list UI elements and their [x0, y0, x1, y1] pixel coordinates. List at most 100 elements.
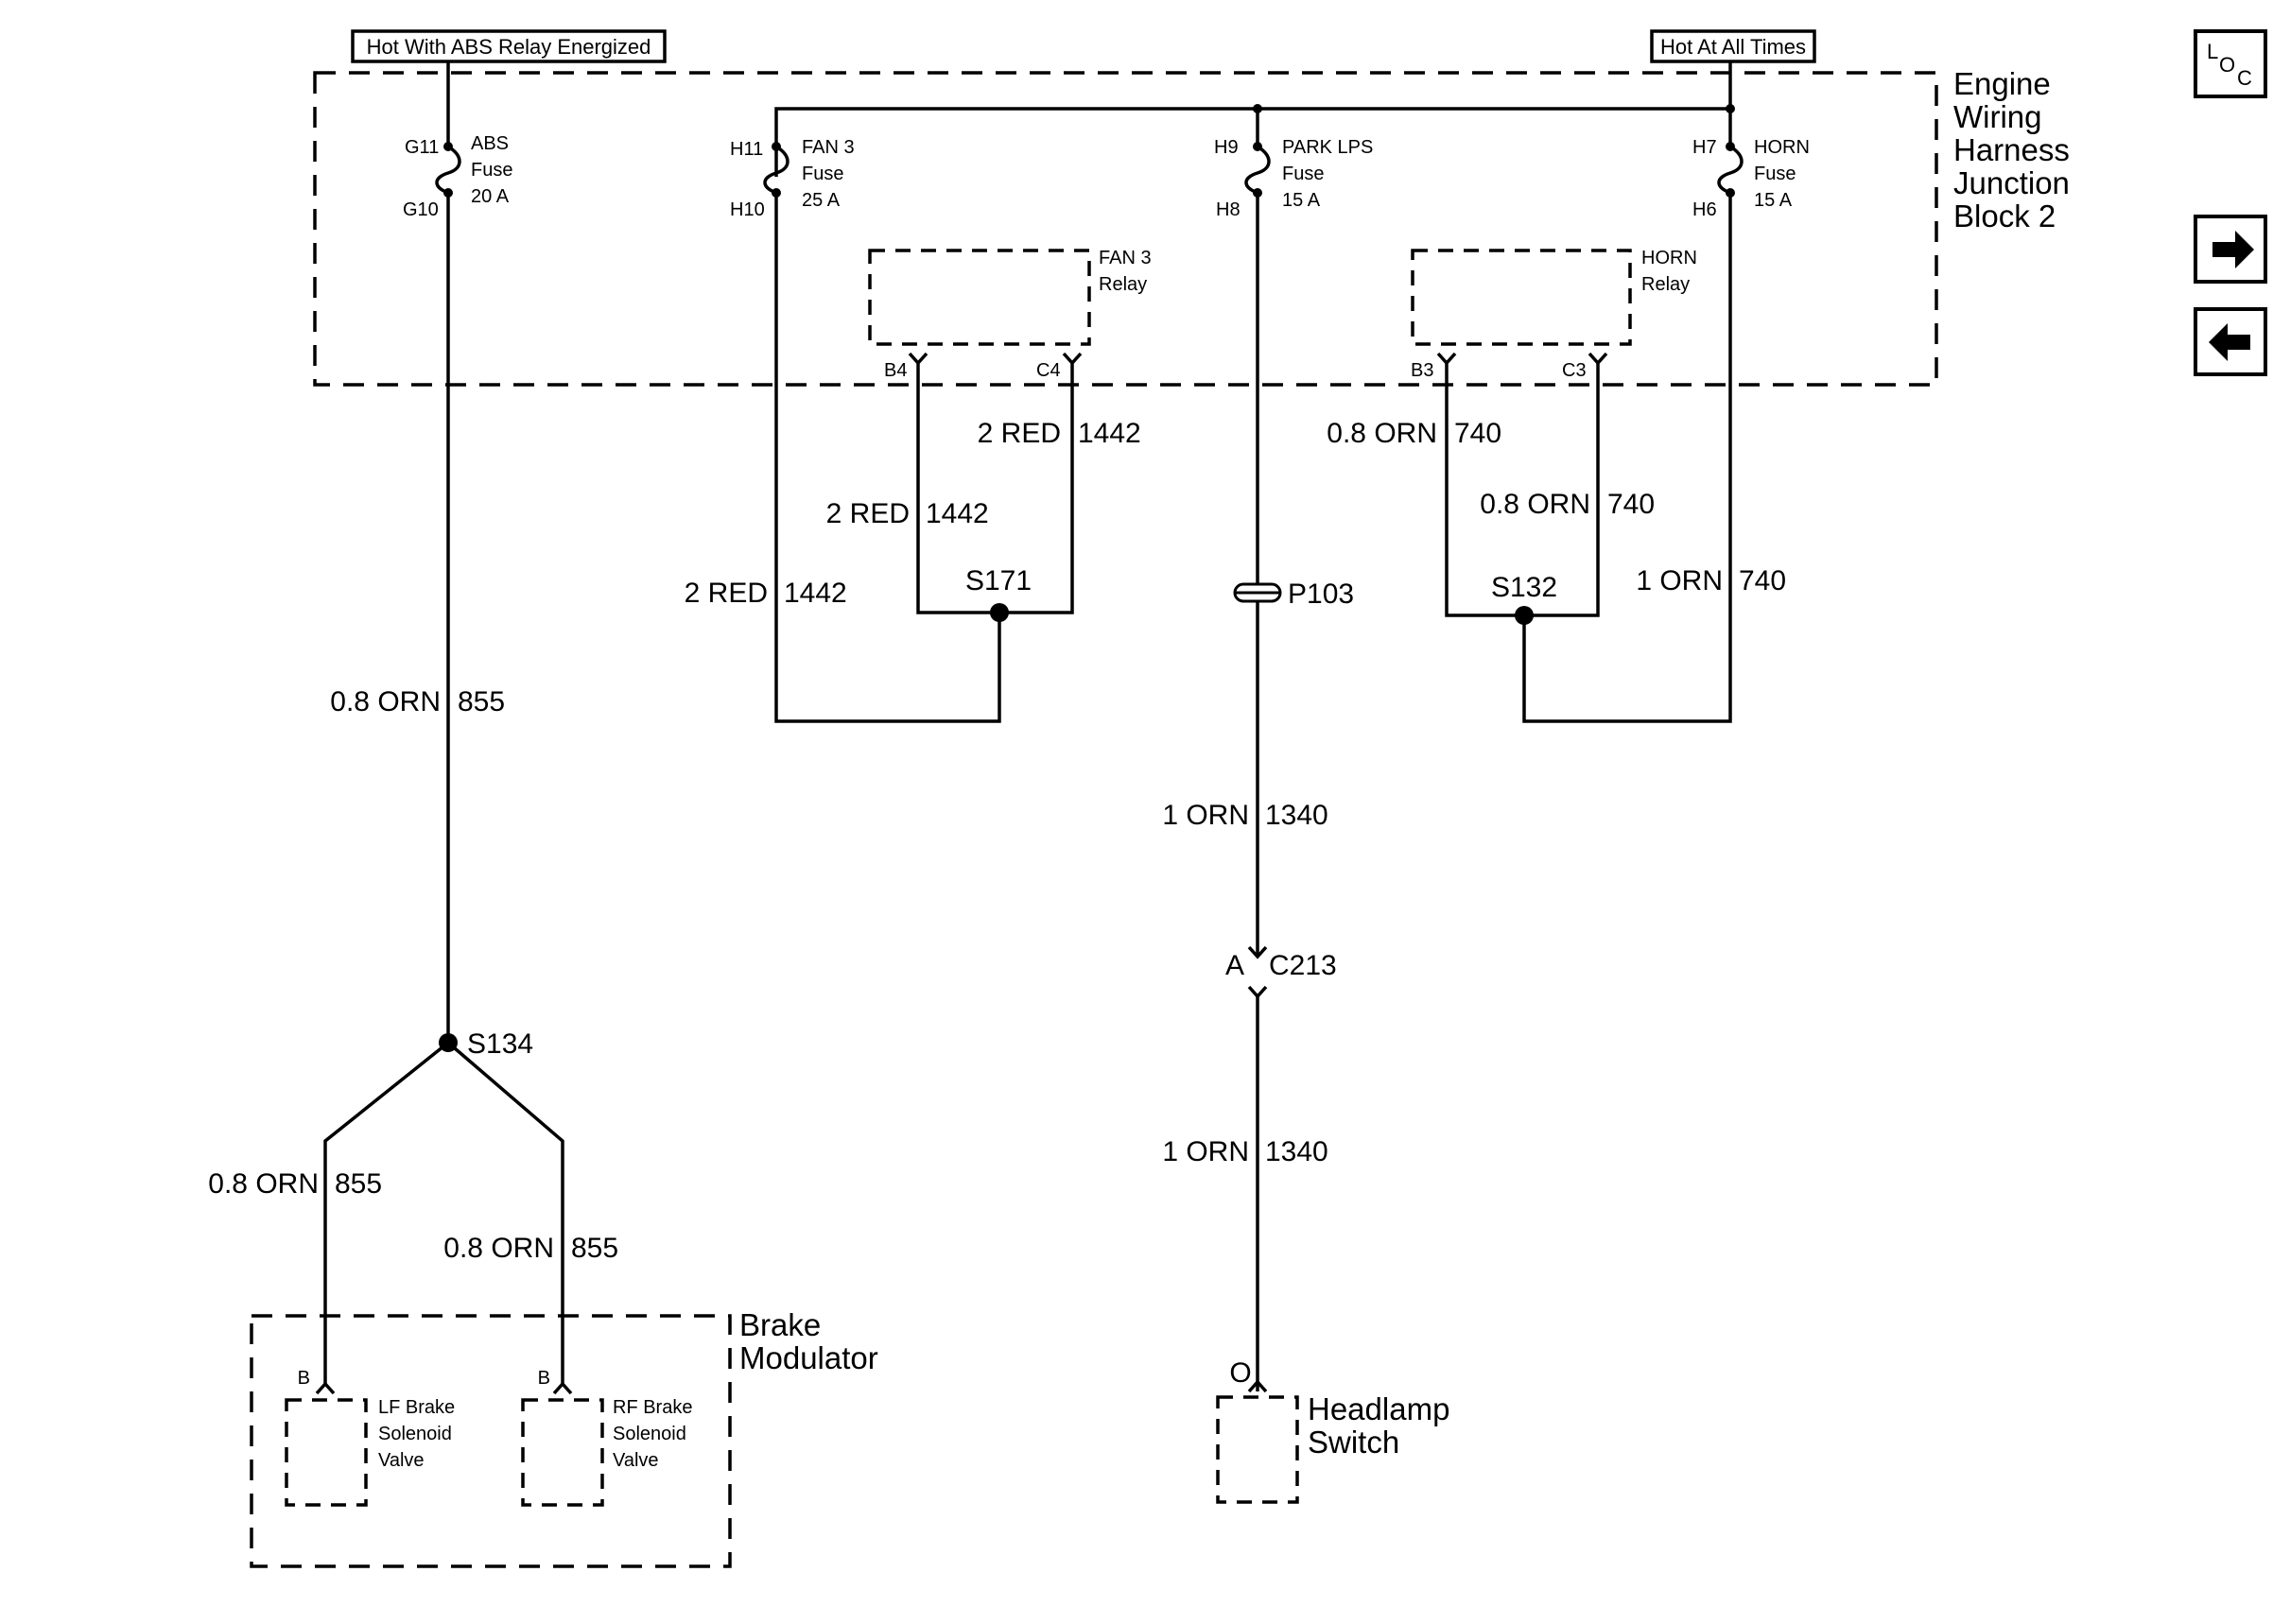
- wire-1340-color-b: 1 ORN: [1162, 1136, 1249, 1167]
- svg-text:Engine: Engine: [1953, 66, 2051, 101]
- svg-text:PARK LPS: PARK LPS: [1282, 137, 1373, 158]
- wire-740-outer: [1522, 193, 1732, 723]
- rf-pin-b: B: [538, 1368, 550, 1389]
- fan3-relay-label: FAN 3 Relay: [1099, 248, 1152, 295]
- lf-pin-b-terminal: [315, 1381, 336, 1395]
- wire-1442-outer: [774, 193, 1001, 723]
- connector-c213-bottom: [1247, 985, 1268, 999]
- svg-text:C: C: [2237, 66, 2252, 90]
- svg-text:Fuse: Fuse: [1282, 164, 1324, 184]
- svg-text:Valve: Valve: [378, 1450, 425, 1471]
- svg-text:HORN: HORN: [1641, 248, 1697, 268]
- park-fuse-icon: [1244, 145, 1271, 195]
- svg-text:Hot At All Times: Hot At All Times: [1660, 35, 1806, 59]
- svg-text:Modulator: Modulator: [739, 1340, 878, 1375]
- svg-text:Relay: Relay: [1099, 274, 1147, 295]
- wire-1442-circuit-b: 1442: [926, 498, 989, 529]
- arrow-left-icon[interactable]: [2194, 307, 2267, 376]
- wire-740-color-c: 1 ORN: [1636, 565, 1723, 596]
- svg-text:20 A: 20 A: [471, 186, 510, 207]
- wire-855-rf-circuit: 855: [571, 1233, 618, 1264]
- wire-1340-color-a: 1 ORN: [1162, 800, 1249, 831]
- abs-fuse-label: ABS Fuse 20 A: [471, 133, 512, 207]
- svg-text:Headlamp: Headlamp: [1308, 1391, 1449, 1426]
- pin-h11: H11: [730, 139, 763, 160]
- arrow-right-icon[interactable]: [2194, 215, 2267, 284]
- svg-text:Fuse: Fuse: [802, 164, 843, 184]
- pin-b4: B4: [884, 360, 907, 381]
- svg-text:L: L: [2207, 40, 2218, 63]
- pass-through-p103-icon: [1233, 582, 1282, 603]
- wire-855-lf-color: 0.8 ORN: [208, 1168, 319, 1200]
- brake-modulator-box: [250, 1314, 732, 1568]
- svg-text:Wiring: Wiring: [1953, 99, 2042, 134]
- splice-s132-dot: [1515, 606, 1534, 625]
- wire-1442-circuit-c: 1442: [784, 578, 847, 609]
- connector-c213-top: [1247, 945, 1268, 959]
- brake-modulator-label: Brake Modulator: [739, 1307, 878, 1375]
- pin-g10: G10: [403, 199, 439, 220]
- abs-fuse-icon: [435, 145, 461, 195]
- svg-text:Solenoid: Solenoid: [378, 1424, 452, 1444]
- pin-c3: C3: [1562, 360, 1587, 381]
- svg-text:O: O: [2219, 53, 2235, 77]
- svg-text:25 A: 25 A: [802, 190, 841, 211]
- location-icon[interactable]: L O C: [2194, 29, 2267, 98]
- connector-c213-pin-a: A: [1225, 950, 1244, 981]
- headlamp-switch-box: [1216, 1395, 1299, 1504]
- wire-740-color-a: 0.8 ORN: [1327, 418, 1437, 449]
- svg-text:Brake: Brake: [739, 1307, 821, 1342]
- wire-1442-color-a: 2 RED: [978, 418, 1061, 449]
- svg-text:Valve: Valve: [613, 1450, 659, 1471]
- horn-relay-box: [1411, 249, 1632, 346]
- svg-text:15 A: 15 A: [1282, 190, 1321, 211]
- headlamp-switch-label: Headlamp Switch: [1308, 1391, 1449, 1460]
- park-fuse-label: PARK LPS Fuse 15 A: [1282, 137, 1373, 211]
- pin-h9: H9: [1214, 137, 1239, 158]
- wire-855-color: 0.8 ORN: [330, 686, 441, 717]
- wire-1442-color-b: 2 RED: [826, 498, 910, 529]
- svg-text:RF Brake: RF Brake: [613, 1397, 692, 1418]
- splice-s171: S171: [965, 565, 1032, 596]
- pin-h10: H10: [730, 199, 765, 220]
- hot-bus-bar: [774, 61, 1732, 177]
- wire-855-rf: [446, 1041, 564, 1386]
- svg-text:Switch: Switch: [1308, 1425, 1399, 1460]
- pass-through-p103: P103: [1288, 579, 1354, 610]
- lf-solenoid-valve-label: LF Brake Solenoid Valve: [378, 1397, 455, 1471]
- wire-1442-color-c: 2 RED: [685, 578, 768, 609]
- fan3-fuse-label: FAN 3 Fuse 25 A: [802, 137, 855, 211]
- junction-block-outline: [313, 71, 1938, 387]
- horn-fuse-label: HORN Fuse 15 A: [1754, 137, 1810, 211]
- hot-abs-label: Hot With ABS Relay Energized: [351, 29, 667, 63]
- svg-text:HORN: HORN: [1754, 137, 1810, 158]
- svg-text:15 A: 15 A: [1754, 190, 1793, 211]
- junction-block-title: Engine Wiring Harness Junction Block 2: [1953, 66, 2070, 233]
- rf-solenoid-valve-box: [521, 1398, 604, 1507]
- horn-fuse-icon: [1717, 145, 1744, 195]
- fan3-relay-box: [868, 249, 1091, 346]
- rf-solenoid-valve-label: RF Brake Solenoid Valve: [613, 1397, 692, 1471]
- wire-740-circuit-b: 740: [1607, 489, 1655, 520]
- rf-pin-b-terminal: [552, 1381, 573, 1395]
- wire-855-circuit: 855: [458, 686, 505, 717]
- svg-text:Harness: Harness: [1953, 132, 2070, 167]
- svg-text:Relay: Relay: [1641, 274, 1690, 295]
- pin-h8: H8: [1216, 199, 1241, 220]
- wire-855-lf: [323, 1041, 450, 1386]
- splice-s134: S134: [467, 1028, 533, 1060]
- wire-740-circuit-c: 740: [1739, 565, 1786, 596]
- lf-solenoid-valve-box: [285, 1398, 368, 1507]
- svg-text:ABS: ABS: [471, 133, 509, 154]
- wire-1340-circuit-a: 1340: [1265, 800, 1328, 831]
- svg-text:FAN 3: FAN 3: [1099, 248, 1152, 268]
- horn-relay-label: HORN Relay: [1641, 248, 1697, 295]
- svg-text:Block 2: Block 2: [1953, 199, 2056, 233]
- wire-855-lf-circuit: 855: [335, 1168, 382, 1200]
- pin-h7: H7: [1692, 137, 1717, 158]
- headlamp-pin-o-terminal: [1247, 1379, 1268, 1393]
- headlamp-pin-o: O: [1229, 1357, 1251, 1389]
- pin-h6: H6: [1692, 199, 1717, 220]
- svg-text:Fuse: Fuse: [471, 160, 512, 181]
